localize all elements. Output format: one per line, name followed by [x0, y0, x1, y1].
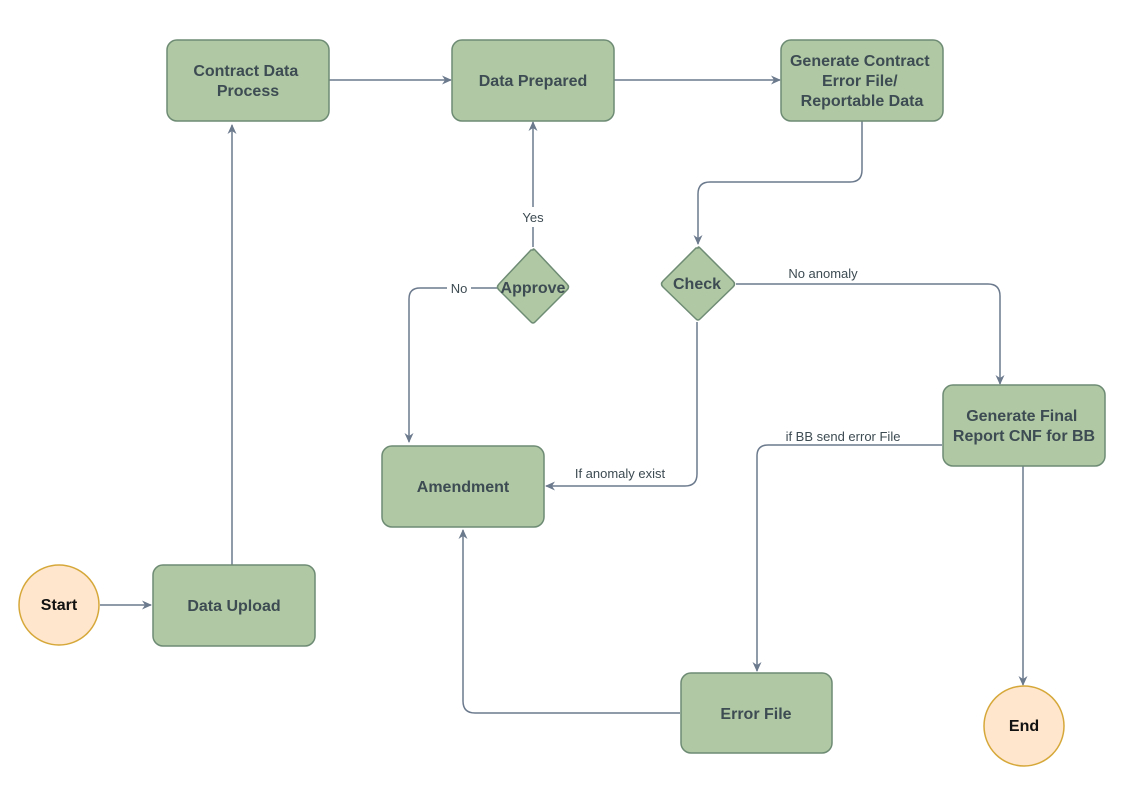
no-anomaly-label: No anomaly: [788, 266, 858, 281]
decision-check[interactable]: Check: [660, 246, 736, 321]
start-label: Start: [41, 597, 78, 614]
approve-label: Approve: [501, 280, 566, 297]
amendment-line-1: Amendment: [417, 479, 510, 496]
data-prepared-line-1: Data Prepared: [479, 73, 588, 90]
svg-text:Amendment: Amendment: [417, 479, 510, 496]
svg-text:End: End: [1009, 718, 1039, 735]
node-contract-data-process[interactable]: Contract Data Process: [166, 39, 330, 122]
yes-label-bg: [515, 207, 551, 227]
svg-text:Data Prepared: Data Prepared: [479, 73, 588, 90]
node-error-file[interactable]: Error File: [680, 672, 833, 754]
svg-text:Contract Data Process: Contract Data Process: [193, 63, 302, 100]
generate-contract-line-2: Error File/: [822, 73, 898, 90]
node-generate-contract-error-file[interactable]: Generate Contract Error File/ Reportable…: [780, 39, 944, 122]
data-upload-line-1: Data Upload: [187, 598, 280, 615]
generate-contract-line-3: Reportable Data: [801, 93, 924, 110]
if-anomaly-exist-label: If anomaly exist: [575, 466, 666, 481]
terminal-start[interactable]: Start: [18, 564, 100, 646]
edge-generate-final-to-error-file: [752, 444, 942, 672]
contract-data-process-line-2: Process: [217, 83, 279, 100]
check-label: Check: [673, 276, 721, 293]
no-label: No: [451, 281, 468, 296]
generate-final-line-2: Report CNF for BB: [953, 428, 1095, 445]
svg-text:Data Upload: Data Upload: [187, 598, 280, 615]
svg-text:Error File: Error File: [720, 706, 791, 723]
svg-text:Approve: Approve: [501, 280, 566, 297]
if-bb-send-error-file-label: if BB send error File: [786, 429, 901, 444]
yes-label: Yes: [522, 210, 544, 225]
svg-text:Start: Start: [41, 597, 78, 614]
generate-contract-line-1: Generate Contract: [790, 53, 930, 70]
node-amendment[interactable]: Amendment: [381, 445, 545, 528]
svg-text:Generate Final Report CN: Generate Final Report CNF for BB: [953, 408, 1095, 445]
contract-data-process-line-1: Contract Data: [193, 63, 298, 80]
edge-approve-to-amendment: [404, 287, 497, 443]
edge-labels: Yes No No anomaly If anomaly exist if BB…: [447, 207, 900, 481]
terminal-end[interactable]: End: [983, 685, 1065, 767]
svg-text:Check: Check: [673, 276, 721, 293]
error-file-line-1: Error File: [720, 706, 791, 723]
edge-check-to-amendment: [545, 322, 698, 491]
decision-approve[interactable]: Approve: [496, 248, 570, 324]
edge-generate-contract-to-check: [693, 121, 863, 245]
no-label-bg: [447, 279, 471, 297]
node-data-prepared[interactable]: Data Prepared: [451, 39, 615, 122]
generate-final-line-1: Generate Final: [966, 408, 1077, 425]
end-label: End: [1009, 718, 1039, 735]
node-data-upload[interactable]: Data Upload: [152, 564, 316, 647]
svg-text:Generate Contract Error: Generate Contract Error File/ Reportable…: [790, 53, 934, 110]
node-generate-final-report[interactable]: Generate Final Report CNF for BB: [942, 384, 1106, 467]
edge-error-file-to-amendment: [458, 529, 680, 714]
edge-check-to-generate-final: [736, 283, 1005, 385]
